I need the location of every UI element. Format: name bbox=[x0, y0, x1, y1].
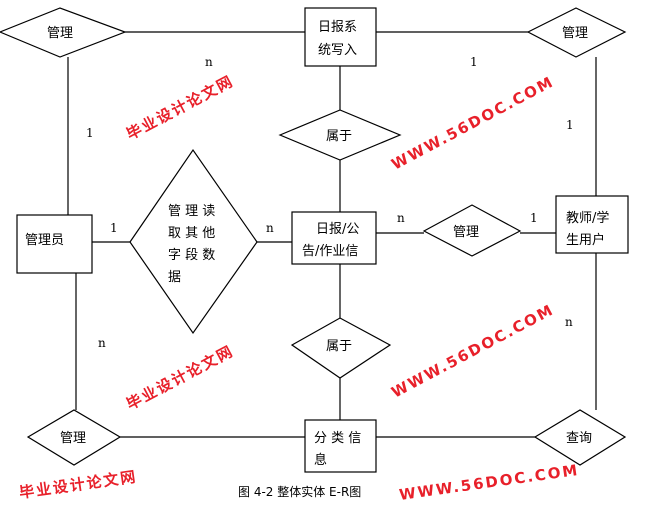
relationship-label: 管理 bbox=[453, 225, 479, 240]
relationship-label: 字 段 数 bbox=[168, 248, 215, 263]
relationship-label: 属于 bbox=[326, 129, 352, 144]
relationship-manage-top-left: 管理 bbox=[0, 7, 127, 58]
watermark: 毕业设计论文网 bbox=[18, 468, 138, 502]
relationship-manage-bottom-left: 管理 bbox=[26, 409, 122, 466]
cardinality-label: 1 bbox=[470, 55, 478, 69]
cardinality-label: 1 bbox=[110, 221, 118, 235]
entity-label: 统写入 bbox=[318, 43, 357, 58]
connectors bbox=[67, 31, 597, 438]
entity-teacher-student: 教师/学 生用户 bbox=[555, 195, 629, 254]
cardinality-label: n bbox=[397, 211, 405, 225]
relationship-label: 管理 bbox=[60, 431, 86, 446]
cardinality-label: n bbox=[565, 315, 573, 329]
entity-label: 告/作业信 bbox=[302, 244, 358, 259]
watermark: 毕业设计论文网 bbox=[123, 72, 237, 144]
cardinalities: n 1 1 1 1 n n 1 n n bbox=[86, 55, 574, 350]
relationship-manage-middle: 管理 bbox=[422, 204, 522, 257]
entity-info: 日报/公 告/作业信 bbox=[291, 211, 377, 265]
relationship-query: 查询 bbox=[533, 409, 627, 466]
cardinality-label: n bbox=[205, 55, 213, 69]
relationship-label: 取 其 他 bbox=[168, 226, 215, 241]
entity-label: 分 类 信 bbox=[314, 431, 361, 446]
relationship-belongs-bottom: 属于 bbox=[290, 317, 392, 379]
cardinality-label: 1 bbox=[566, 118, 574, 132]
entity-label: 教师/学 bbox=[566, 210, 609, 226]
relationship-label: 管理 bbox=[562, 26, 588, 41]
entity-daily-write: 日报系 统写入 bbox=[304, 7, 377, 67]
relationship-label: 查询 bbox=[566, 431, 592, 446]
relationship-label: 据 bbox=[168, 270, 181, 285]
entity-label: 生用户 bbox=[566, 232, 605, 248]
entity-label: 日报/公 bbox=[316, 222, 359, 237]
relationship-label: 属于 bbox=[326, 339, 352, 354]
entity-category: 分 类 信 息 bbox=[304, 419, 377, 473]
entity-label: 管理员 bbox=[25, 233, 64, 248]
watermark: WWW.56DOC.COM bbox=[388, 300, 557, 401]
watermark: 毕业设计论文网 bbox=[123, 342, 237, 414]
cardinality-label: n bbox=[98, 336, 106, 350]
watermark: WWW.56DOC.COM bbox=[398, 461, 580, 504]
entity-admin: 管理员 bbox=[16, 214, 93, 274]
cardinality-label: 1 bbox=[86, 126, 94, 140]
relationship-manage-read: 管 理 读 取 其 他 字 段 数 据 bbox=[129, 148, 258, 335]
cardinality-label: n bbox=[266, 221, 274, 235]
relationship-label: 管理 bbox=[47, 26, 73, 41]
cardinality-label: 1 bbox=[530, 211, 538, 225]
figure-caption: 图 4-2 整体实体 E-R图 bbox=[238, 484, 361, 499]
relationship-manage-top-right: 管理 bbox=[526, 7, 627, 58]
relationship-label: 管 理 读 bbox=[168, 204, 215, 219]
entity-label: 息 bbox=[314, 452, 327, 468]
relationship-belongs-top: 属于 bbox=[278, 109, 402, 161]
watermark: WWW.56DOC.COM bbox=[388, 72, 557, 173]
entity-label: 日报系 bbox=[318, 20, 357, 35]
